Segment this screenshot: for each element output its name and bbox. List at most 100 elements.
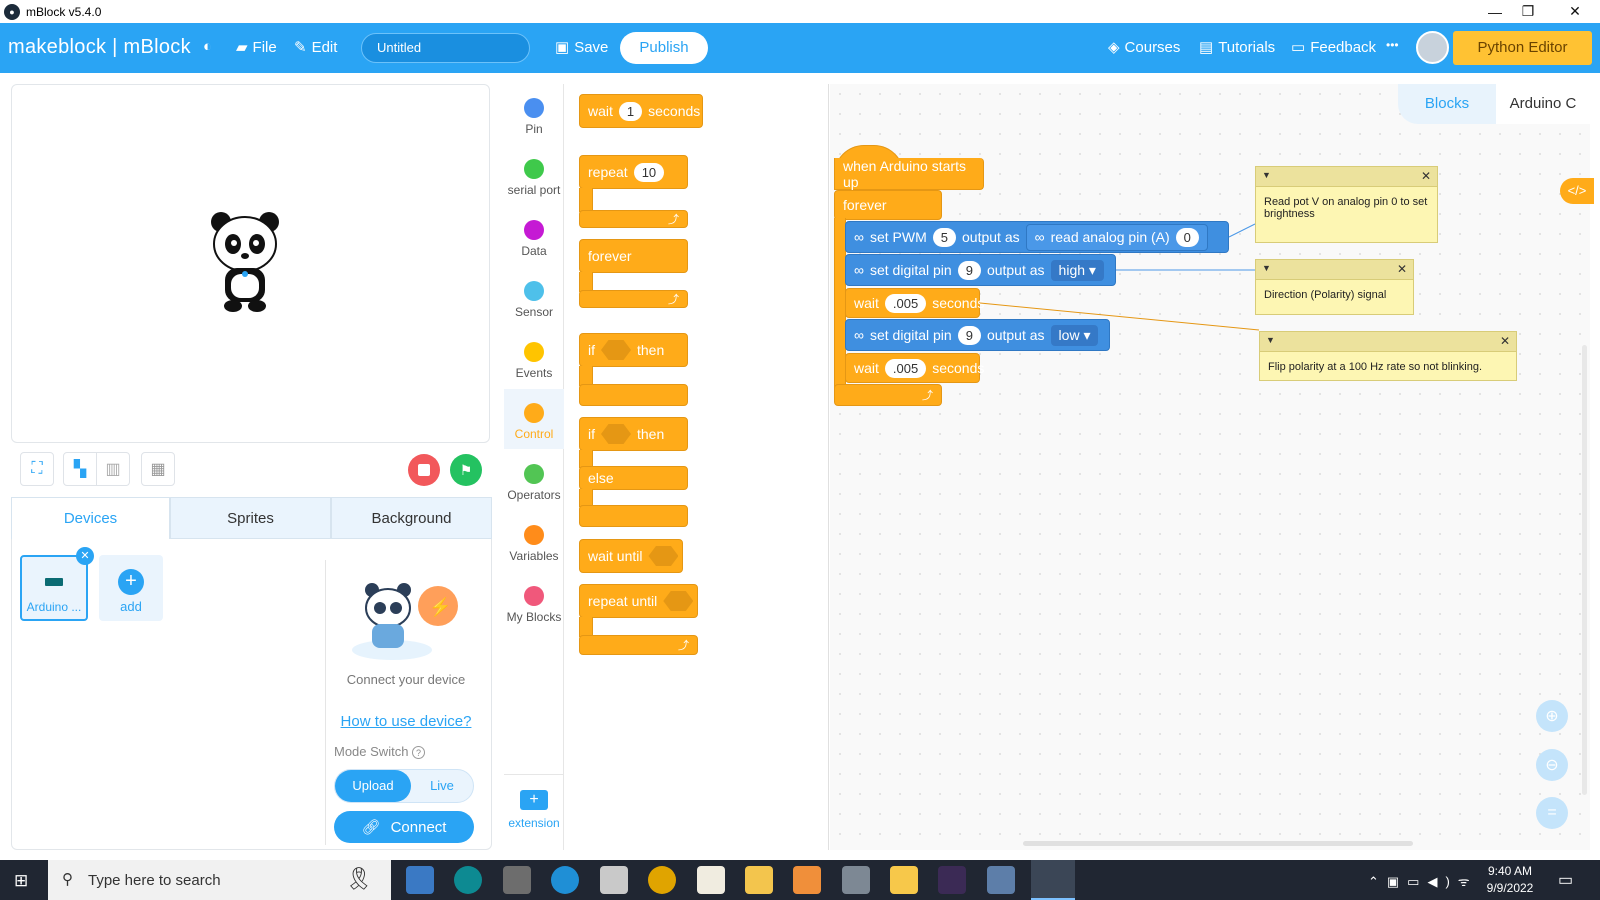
category-data[interactable]: Data — [504, 220, 564, 258]
close-button[interactable]: ✕ — [1569, 3, 1581, 19]
analog-pin-input[interactable]: 0 — [1175, 227, 1199, 247]
restore-button[interactable]: ❐ — [1521, 3, 1535, 19]
image-app-icon[interactable] — [987, 866, 1015, 894]
connect-button[interactable]: 🔗︎Connect — [334, 811, 474, 843]
palette-wait-until-block[interactable]: wait until — [579, 539, 683, 573]
when-arduino-starts-block[interactable]: when Arduino starts up — [834, 158, 984, 190]
system-tray-icons[interactable]: ⌃▣▭◀)ᯤ — [1368, 874, 1478, 889]
script-workspace[interactable] — [830, 84, 1590, 850]
edit-menu[interactable]: ✎Edit — [294, 38, 337, 57]
help-icon[interactable]: ? — [412, 746, 426, 759]
condition-slot[interactable] — [648, 546, 679, 566]
tab-background[interactable]: Background — [331, 497, 492, 539]
condition-slot[interactable] — [663, 591, 694, 611]
category-sensor[interactable]: Sensor — [504, 281, 564, 319]
extension-button[interactable]: +extension — [504, 790, 564, 830]
small-stage-button[interactable]: ▚ — [63, 452, 97, 486]
palette-forever-block[interactable]: forever — [579, 239, 688, 273]
collapse-icon[interactable]: ▼ — [1262, 170, 1271, 180]
notification-icon[interactable]: ▭ — [1558, 872, 1574, 889]
taskbar-search-box[interactable]: ⚲ Type here to search 🎗︎ — [48, 860, 391, 900]
category-events[interactable]: Events — [504, 342, 564, 380]
mail-app-icon[interactable] — [406, 866, 434, 894]
tab-devices[interactable]: Devices — [11, 497, 170, 539]
how-to-use-link[interactable]: How to use device? — [340, 713, 472, 730]
category-pin[interactable]: Pin — [504, 98, 564, 136]
panda-sprite[interactable] — [207, 208, 287, 313]
tab-arduino-c[interactable]: Arduino C — [1496, 84, 1590, 124]
condition-slot[interactable] — [601, 424, 631, 444]
digital-pin-input[interactable]: 9 — [957, 260, 981, 280]
category-my-blocks[interactable]: My Blocks — [504, 586, 564, 624]
zoom-reset-button[interactable]: = — [1536, 797, 1568, 829]
python-editor-button[interactable]: Python Editor — [1453, 31, 1592, 65]
arduino-app-icon[interactable] — [454, 866, 482, 894]
chrome-browser-icon[interactable] — [648, 866, 676, 894]
minimize-button[interactable]: — — [1488, 3, 1502, 20]
code-toggle-button[interactable]: </> — [1560, 178, 1594, 204]
digital-pin-input[interactable]: 9 — [957, 325, 981, 345]
file-explorer-icon[interactable] — [745, 866, 773, 894]
fusion-app-icon[interactable] — [938, 866, 966, 894]
close-icon[interactable]: ✕ — [1499, 334, 1510, 348]
condition-slot[interactable] — [601, 340, 631, 360]
pwm-pin-input[interactable]: 5 — [932, 227, 956, 247]
comment-text[interactable]: Direction (Polarity) signal — [1264, 289, 1387, 301]
green-flag-button[interactable]: ⚑ — [450, 454, 482, 486]
taskbar-clock[interactable]: 9:40 AM 9/9/2022 — [1475, 864, 1545, 895]
stage-canvas[interactable] — [11, 84, 490, 443]
user-avatar[interactable] — [1416, 31, 1449, 64]
media-app-icon[interactable] — [793, 866, 821, 894]
wait-input[interactable]: .005 — [884, 293, 927, 313]
comment-text[interactable]: Read pot V on analog pin 0 to set bright… — [1264, 196, 1428, 220]
mblock-taskbar-icon[interactable] — [1031, 860, 1075, 900]
more-menu-button[interactable]: ••• — [1386, 38, 1399, 52]
large-stage-button[interactable]: ▥ — [96, 452, 130, 486]
paint-app-icon[interactable] — [600, 866, 628, 894]
file-menu[interactable]: ▰File — [236, 38, 277, 57]
feedback-button[interactable]: ▭Feedback — [1291, 38, 1376, 57]
comment-text[interactable]: Flip polarity at a 100 Hz rate so not bl… — [1268, 361, 1483, 373]
repeat-input[interactable]: 10 — [633, 162, 665, 182]
level-dropdown[interactable]: high ▾ — [1050, 259, 1104, 281]
tab-blocks[interactable]: Blocks — [1398, 84, 1496, 124]
category-control[interactable]: Control — [504, 403, 564, 441]
comment-note-3[interactable]: ▼ ✕ Flip polarity at a 100 Hz rate so not… — [1259, 331, 1517, 381]
close-icon[interactable]: ✕ — [1396, 262, 1407, 276]
collapse-icon[interactable]: ▼ — [1266, 335, 1275, 345]
comment-note-1[interactable]: ▼ ✕ Read pot V on analog pin 0 to set bri… — [1255, 166, 1438, 243]
remove-device-icon[interactable]: ✕ — [76, 547, 94, 565]
save-button[interactable]: ▣Save — [555, 38, 608, 57]
folder-app-icon[interactable] — [890, 866, 918, 894]
edge-browser-icon[interactable] — [551, 866, 579, 894]
calculator-app-icon[interactable] — [503, 866, 531, 894]
close-icon[interactable]: ✕ — [1420, 169, 1431, 183]
system-app-icon[interactable] — [842, 866, 870, 894]
tab-sprites[interactable]: Sprites — [170, 497, 331, 539]
level-dropdown[interactable]: low ▾ — [1050, 324, 1099, 346]
horizontal-scrollbar[interactable] — [1023, 841, 1413, 846]
add-device-button[interactable]: + add — [99, 555, 163, 621]
language-button[interactable]: ◐ — [203, 38, 212, 55]
live-mode-button[interactable]: Live — [430, 778, 454, 793]
upload-mode-button[interactable]: Upload — [335, 770, 411, 802]
grid-view-button[interactable]: ▦ — [141, 452, 175, 486]
forever-block[interactable]: forever — [834, 190, 942, 220]
project-title-input[interactable]: Untitled — [361, 33, 530, 63]
publish-button[interactable]: Publish — [620, 32, 708, 64]
palette-repeat-until-block[interactable]: repeat until — [579, 584, 698, 618]
category-operators[interactable]: Operators — [504, 464, 564, 502]
windows-start-icon[interactable]: ⊞ — [14, 871, 29, 890]
zoom-in-button[interactable]: ⊕ — [1536, 700, 1568, 732]
vertical-scrollbar[interactable] — [1582, 345, 1587, 795]
fullscreen-button[interactable]: ⛶ — [20, 452, 54, 486]
